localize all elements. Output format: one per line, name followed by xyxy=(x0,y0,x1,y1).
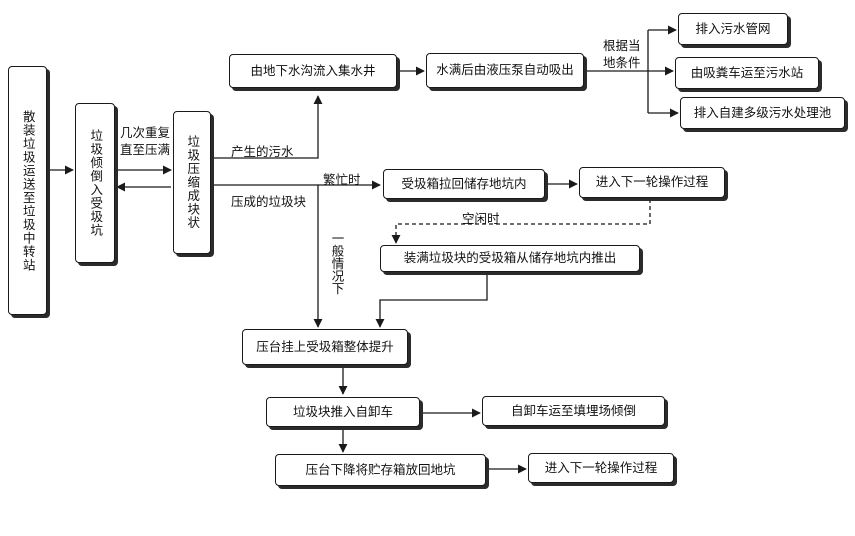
node-next-cycle-bottom: 进入下一轮操作过程 xyxy=(528,453,674,483)
node-compress-into-blocks: 垃圾压缩成块状 xyxy=(173,111,211,254)
label-normal-case: 一般情况下 xyxy=(329,232,345,295)
node-push-out-full-box: 装满垃圾块的受圾箱从储存地坑内推出 xyxy=(380,245,640,272)
node-push-into-truck: 垃圾块推入自卸车 xyxy=(266,397,420,427)
node-pump-out-water: 水满后由液压泵自动吸出 xyxy=(426,53,584,88)
label-busy: 繁忙时 xyxy=(323,172,361,187)
label-local-condition: 根据当 地条件 xyxy=(603,38,641,70)
node-own-treatment-pond: 排入自建多级污水处理池 xyxy=(680,97,845,129)
node-dump-into-pit: 垃圾倾倒入受圾坑 xyxy=(75,103,115,263)
node-lift-platform: 压台挂上受圾箱整体提升 xyxy=(242,329,408,365)
label-sewage: 产生的污水 xyxy=(231,144,294,159)
node-truck-to-landfill: 自卸车运至填埋场倾倒 xyxy=(482,396,665,426)
node-tanker-to-station: 由吸粪车运至污水站 xyxy=(675,57,819,89)
label-compressed-block: 压成的垃圾块 xyxy=(231,194,307,209)
arrow-n11-n12 xyxy=(375,271,488,328)
arrow-n3-n4 xyxy=(213,95,323,159)
node-discharge-sewer: 排入污水管网 xyxy=(678,13,788,45)
node-drain-to-sump: 由地下水沟流入集水井 xyxy=(229,54,397,88)
node-transport-to-station: 散装垃圾运送至垃圾中转站 xyxy=(8,66,47,315)
node-next-cycle-top: 进入下一轮操作过程 xyxy=(579,167,725,198)
label-idle: 空闲时 xyxy=(462,211,500,226)
node-lower-platform: 压台下降将贮存箱放回地坑 xyxy=(275,454,486,486)
label-repeat: 几次重复 直至压满 xyxy=(120,125,171,157)
arrow-n10-n11 xyxy=(391,199,651,244)
node-box-back-to-pit: 受圾箱拉回储存地坑内 xyxy=(383,169,545,199)
